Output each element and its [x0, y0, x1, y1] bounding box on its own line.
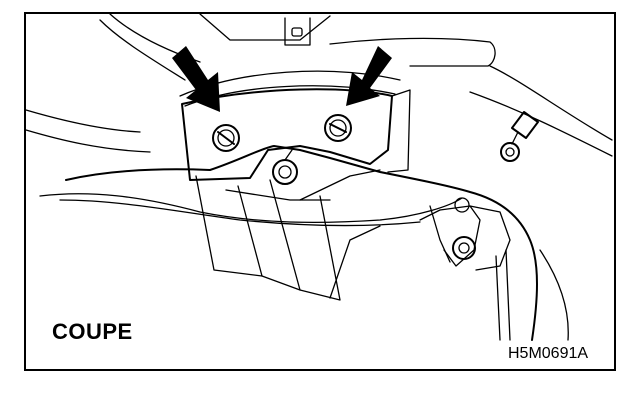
hinge-pivot [272, 149, 476, 260]
body-style-label: COUPE [52, 319, 133, 344]
bolt-icon [324, 114, 352, 142]
background-structure [25, 13, 613, 157]
down-right-arrow-icon [172, 46, 220, 112]
down-left-arrow-icon [346, 46, 392, 106]
bolt-with-tag-icon [500, 111, 539, 162]
hinge-arm [39, 145, 569, 341]
figure-frame [24, 12, 616, 371]
bolt-icon [212, 124, 240, 152]
figure-code: H5M0691A [508, 345, 589, 362]
